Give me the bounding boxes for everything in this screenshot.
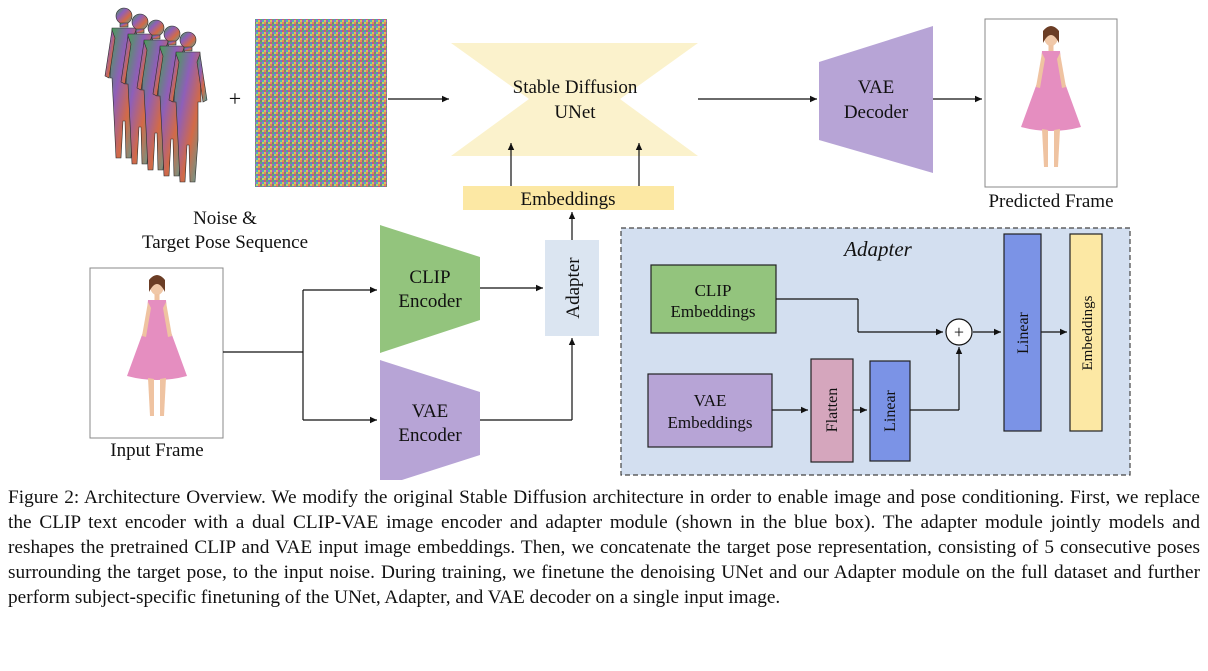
clip-encoder-label-line2: Encoder	[398, 291, 462, 312]
input-connectors	[223, 286, 377, 424]
adapter-label: Adapter	[563, 257, 584, 319]
linear-small-label: Linear	[882, 389, 899, 431]
figure-caption: Figure 2: Architecture Overview. We modi…	[8, 487, 1200, 608]
clip-encoder-label-line1: CLIP	[409, 267, 450, 288]
add-op-circle	[945, 318, 973, 346]
vae-encoder-block	[380, 360, 480, 480]
embeddings-tall-box	[1069, 233, 1103, 432]
architecture-diagram: + Noise & Target Pose Sequence Stable Di…	[89, 7, 1131, 480]
vae-embeddings-line2: Embeddings	[668, 413, 753, 432]
unet-block	[451, 43, 698, 156]
flatten-label: Flatten	[824, 388, 841, 432]
vae-embeddings-box	[647, 373, 773, 448]
pose-sequence-image	[104, 7, 208, 183]
adapter-detail-title: Adapter	[842, 237, 912, 261]
embeddings-tall-label: Embeddings	[1080, 295, 1096, 370]
linear-small-box	[869, 360, 911, 462]
input-frame-label: Input Frame	[110, 440, 203, 461]
clip-embeddings-line1: CLIP	[695, 281, 732, 300]
noise-label-line1: Noise &	[193, 208, 257, 229]
arrow-vae-to-adapter	[480, 338, 576, 421]
embeddings-bar-label: Embeddings	[521, 189, 616, 210]
clip-encoder-block	[380, 225, 480, 353]
noise-image	[255, 19, 387, 187]
vae-embeddings-line1: VAE	[694, 391, 727, 410]
clip-embeddings-line2: Embeddings	[671, 302, 756, 321]
vae-decoder-label-line2: Decoder	[844, 102, 909, 123]
unet-label-line2: UNet	[554, 102, 596, 123]
predicted-frame-label: Predicted Frame	[988, 191, 1113, 212]
vae-decoder-block	[819, 26, 933, 173]
noise-label-line2: Target Pose Sequence	[142, 232, 308, 253]
plus-sign: +	[229, 86, 241, 111]
adapter-connectors	[776, 298, 1067, 411]
unet-label-line1: Stable Diffusion	[513, 77, 638, 98]
linear-big-box	[1003, 233, 1042, 432]
flatten-box	[810, 358, 854, 463]
vae-encoder-label-line1: VAE	[412, 401, 449, 422]
vae-decoder-label-line1: VAE	[858, 77, 895, 98]
linear-big-label: Linear	[1015, 311, 1032, 353]
vae-encoder-label-line2: Encoder	[398, 425, 462, 446]
add-op-symbol: +	[954, 322, 964, 342]
embeddings-bar	[463, 186, 674, 210]
adapter-block	[545, 240, 599, 336]
clip-embeddings-box	[650, 264, 777, 334]
